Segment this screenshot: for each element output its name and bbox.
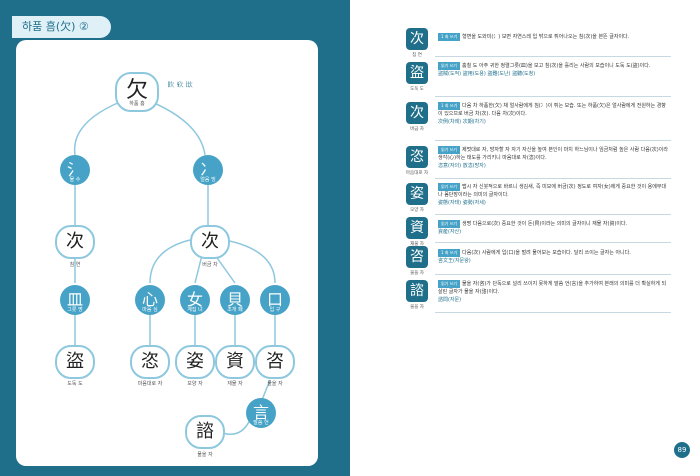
node-do-label: 도둑 도 xyxy=(67,381,83,387)
node-cha-label: 버금 차 xyxy=(202,262,218,268)
node-ja1 xyxy=(130,345,170,379)
entry-label-6: 물을 자 xyxy=(410,271,424,276)
top-node xyxy=(115,72,159,112)
node-ja2 xyxy=(175,345,215,379)
entry-icon-1: 盜 xyxy=(406,62,428,84)
node-water-label: 물 수 xyxy=(69,177,81,183)
node-ja3-label: 재물 자 xyxy=(227,381,243,387)
entry-icon-2: 次 xyxy=(406,102,428,124)
node-mouth: 口 xyxy=(260,285,290,315)
page-number: 89 xyxy=(674,442,690,458)
top-char: 欠 xyxy=(125,78,148,103)
node-bowl-label: 그릇 명 xyxy=(67,307,83,313)
node-speech-label: 말씀 언 xyxy=(253,420,269,426)
node-ja3-char: 資 xyxy=(226,351,244,372)
entry-icon-0: 次 xyxy=(406,28,428,50)
node-cha xyxy=(190,225,230,259)
node-do xyxy=(55,345,95,379)
divider xyxy=(435,242,671,243)
node-mouth-label: 입 구 xyxy=(269,307,281,313)
tree-lines xyxy=(73,97,276,435)
node-cha-char: 次 xyxy=(201,231,219,252)
entry-label-0: 침 연 xyxy=(412,53,422,58)
node-ja4-char: 咨 xyxy=(266,351,284,372)
node-speech: 言 xyxy=(246,398,276,428)
divider xyxy=(435,178,671,179)
node-woman: 女 xyxy=(180,285,210,315)
node-ja5-label: 물을 자 xyxy=(197,452,213,458)
node-bowl: 皿 xyxy=(60,285,90,315)
node-ja1-label: 마음대로 자 xyxy=(137,381,163,387)
top-label: 하품 흠 xyxy=(129,101,145,107)
entry-icon-3: 恣 xyxy=(406,146,428,168)
node-shell: 貝 xyxy=(220,285,250,315)
divider xyxy=(435,96,671,97)
node-heart: 心 xyxy=(135,285,165,315)
entry-label-2: 버금 차 xyxy=(410,127,424,132)
entry-icon-4: 姿 xyxy=(406,183,428,205)
entry-label-1: 도둑 도 xyxy=(410,87,424,92)
node-water: 氵 xyxy=(60,155,90,185)
node-ice-label: 얼음 빙 xyxy=(200,177,216,183)
node-ja5-char: 諮 xyxy=(196,421,214,442)
top-variants: 𣢟 𣢕 𣢋 xyxy=(167,81,193,89)
entry-icon-7: 諮 xyxy=(406,280,428,302)
node-ja3 xyxy=(215,345,255,379)
node-yeon-char: 次 xyxy=(66,231,84,252)
node-ja5 xyxy=(185,415,225,449)
node-ja4-label: 물을 자 xyxy=(267,381,283,387)
node-yeon-label: 침 연 xyxy=(69,262,81,268)
entry-label-7: 물을 자 xyxy=(410,305,424,310)
divider xyxy=(435,56,671,57)
entry-icon-5: 資 xyxy=(406,217,428,239)
entry-label-4: 모양 자 xyxy=(410,208,424,213)
node-ja1-char: 恣 xyxy=(141,351,159,372)
entry-icon-6: 咨 xyxy=(406,246,428,268)
divider xyxy=(435,140,671,141)
node-ice: 冫 xyxy=(193,155,223,185)
node-shell-label: 조개 패 xyxy=(227,307,243,313)
entry-label-5: 재물 자 xyxy=(410,242,424,247)
entry-label-3: 마음대로 자 xyxy=(405,171,429,176)
node-heart-label: 마음 심 xyxy=(142,307,158,313)
node-woman-label: 계집 녀 xyxy=(187,307,203,313)
node-ja2-char: 姿 xyxy=(186,351,204,372)
node-ja4 xyxy=(255,345,295,379)
node-ja2-label: 모양 자 xyxy=(187,381,203,387)
divider xyxy=(435,312,671,313)
node-do-char: 盜 xyxy=(66,351,84,372)
divider xyxy=(435,274,671,275)
node-yeon xyxy=(55,225,95,259)
page-title: 하품 흠(欠) ② xyxy=(12,16,111,38)
divider xyxy=(435,214,671,215)
